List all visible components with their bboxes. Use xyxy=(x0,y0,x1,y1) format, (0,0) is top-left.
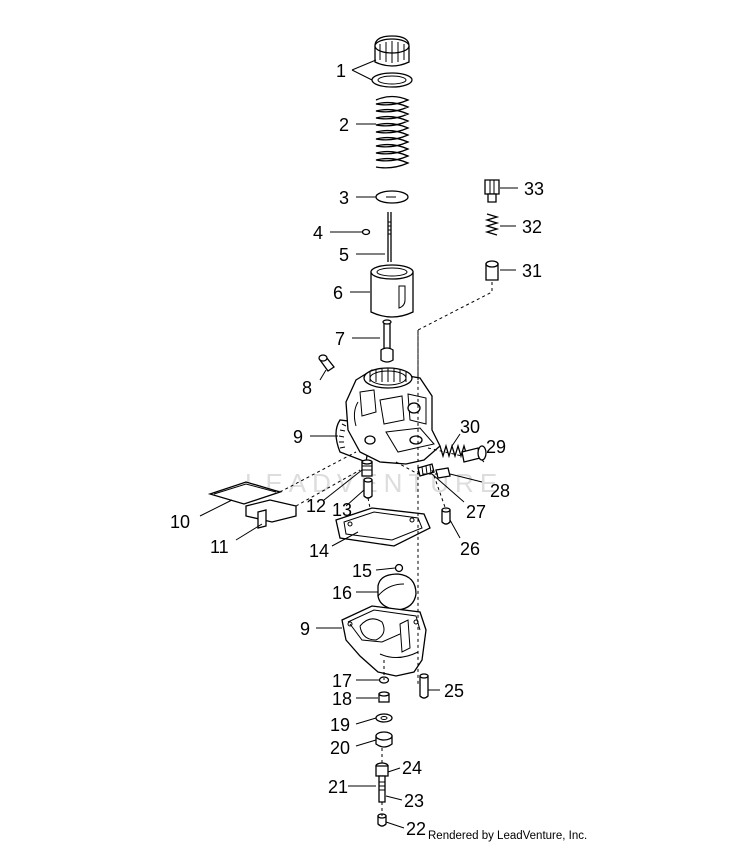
callout-30: 30 xyxy=(460,417,480,437)
part-8-cap xyxy=(318,354,335,372)
part-16-float xyxy=(377,573,417,611)
callout-6: 6 xyxy=(333,283,343,303)
callout-13: 13 xyxy=(332,500,352,520)
callout-25: 25 xyxy=(444,681,464,701)
part-5-jet-needle xyxy=(387,212,392,262)
part-30-spring xyxy=(439,443,468,459)
callout-7: 7 xyxy=(335,329,345,349)
callout-22: 22 xyxy=(406,819,426,839)
callout-24: 24 xyxy=(402,758,422,778)
part-29-throttle-screw xyxy=(461,445,487,463)
callout-4: 4 xyxy=(313,223,323,243)
callout-26: 26 xyxy=(460,539,480,559)
part-13-washer xyxy=(363,477,373,499)
watermark: LEADVENTURE xyxy=(245,468,503,498)
part-32-plunger-spring xyxy=(484,213,500,236)
part-4-needle-clip xyxy=(361,228,371,236)
part-18-main-jet xyxy=(378,691,390,703)
part-28-washer xyxy=(435,467,451,479)
callout-32: 32 xyxy=(522,217,542,237)
part-15-needle-valve xyxy=(394,563,404,573)
callout-27: 27 xyxy=(466,502,486,522)
callout-18: 18 xyxy=(332,689,352,709)
credit-text: Rendered by LeadVenture, Inc. xyxy=(428,830,587,842)
part-9-float-bowl xyxy=(341,605,427,677)
callout-28: 28 xyxy=(490,481,510,501)
part-7-needle-jet xyxy=(380,319,394,363)
part-2-spring xyxy=(375,95,410,169)
callout-16: 16 xyxy=(332,583,352,603)
part-25-bolt xyxy=(419,673,429,699)
callout-9-bowl: 9 xyxy=(300,619,310,639)
part-22-screw-tip xyxy=(377,813,387,827)
callout-14: 14 xyxy=(309,541,329,561)
callout-3: 3 xyxy=(339,188,349,208)
part-12-pilot-jet xyxy=(361,459,373,477)
callout-2: 2 xyxy=(339,115,349,135)
callout-10: 10 xyxy=(170,512,190,532)
callout-21: 21 xyxy=(328,777,348,797)
callout-11: 11 xyxy=(210,537,229,557)
part-11-plate xyxy=(245,499,297,529)
part-19-washer xyxy=(375,713,393,723)
part-26-fitting xyxy=(441,507,451,525)
callout-5: 5 xyxy=(339,245,349,265)
callout-20: 20 xyxy=(330,738,350,758)
part-3-clip-plate xyxy=(375,190,409,204)
callout-31: 31 xyxy=(522,261,542,281)
callout-12: 12 xyxy=(306,496,326,516)
part-31-plunger xyxy=(485,260,499,281)
part-14-bowl-gasket xyxy=(335,507,431,547)
callout-29: 29 xyxy=(486,437,506,457)
part-20-drain-plug xyxy=(375,731,393,748)
callout-17: 17 xyxy=(332,671,352,691)
part-33-plunger-nut xyxy=(484,179,500,203)
callout-9-body: 9 xyxy=(293,427,303,447)
callout-8: 8 xyxy=(302,378,312,398)
part-21-pilot-screw xyxy=(375,762,389,803)
part-1-cap xyxy=(371,35,413,88)
callout-15: 15 xyxy=(352,561,372,581)
callout-33: 33 xyxy=(524,179,544,199)
part-27-screw xyxy=(417,463,435,477)
callout-23: 23 xyxy=(404,791,424,811)
callout-19: 19 xyxy=(330,715,350,735)
callout-1: 1 xyxy=(336,61,346,81)
part-9-carburetor-body xyxy=(335,367,441,465)
part-6-throttle-slide xyxy=(370,264,414,318)
